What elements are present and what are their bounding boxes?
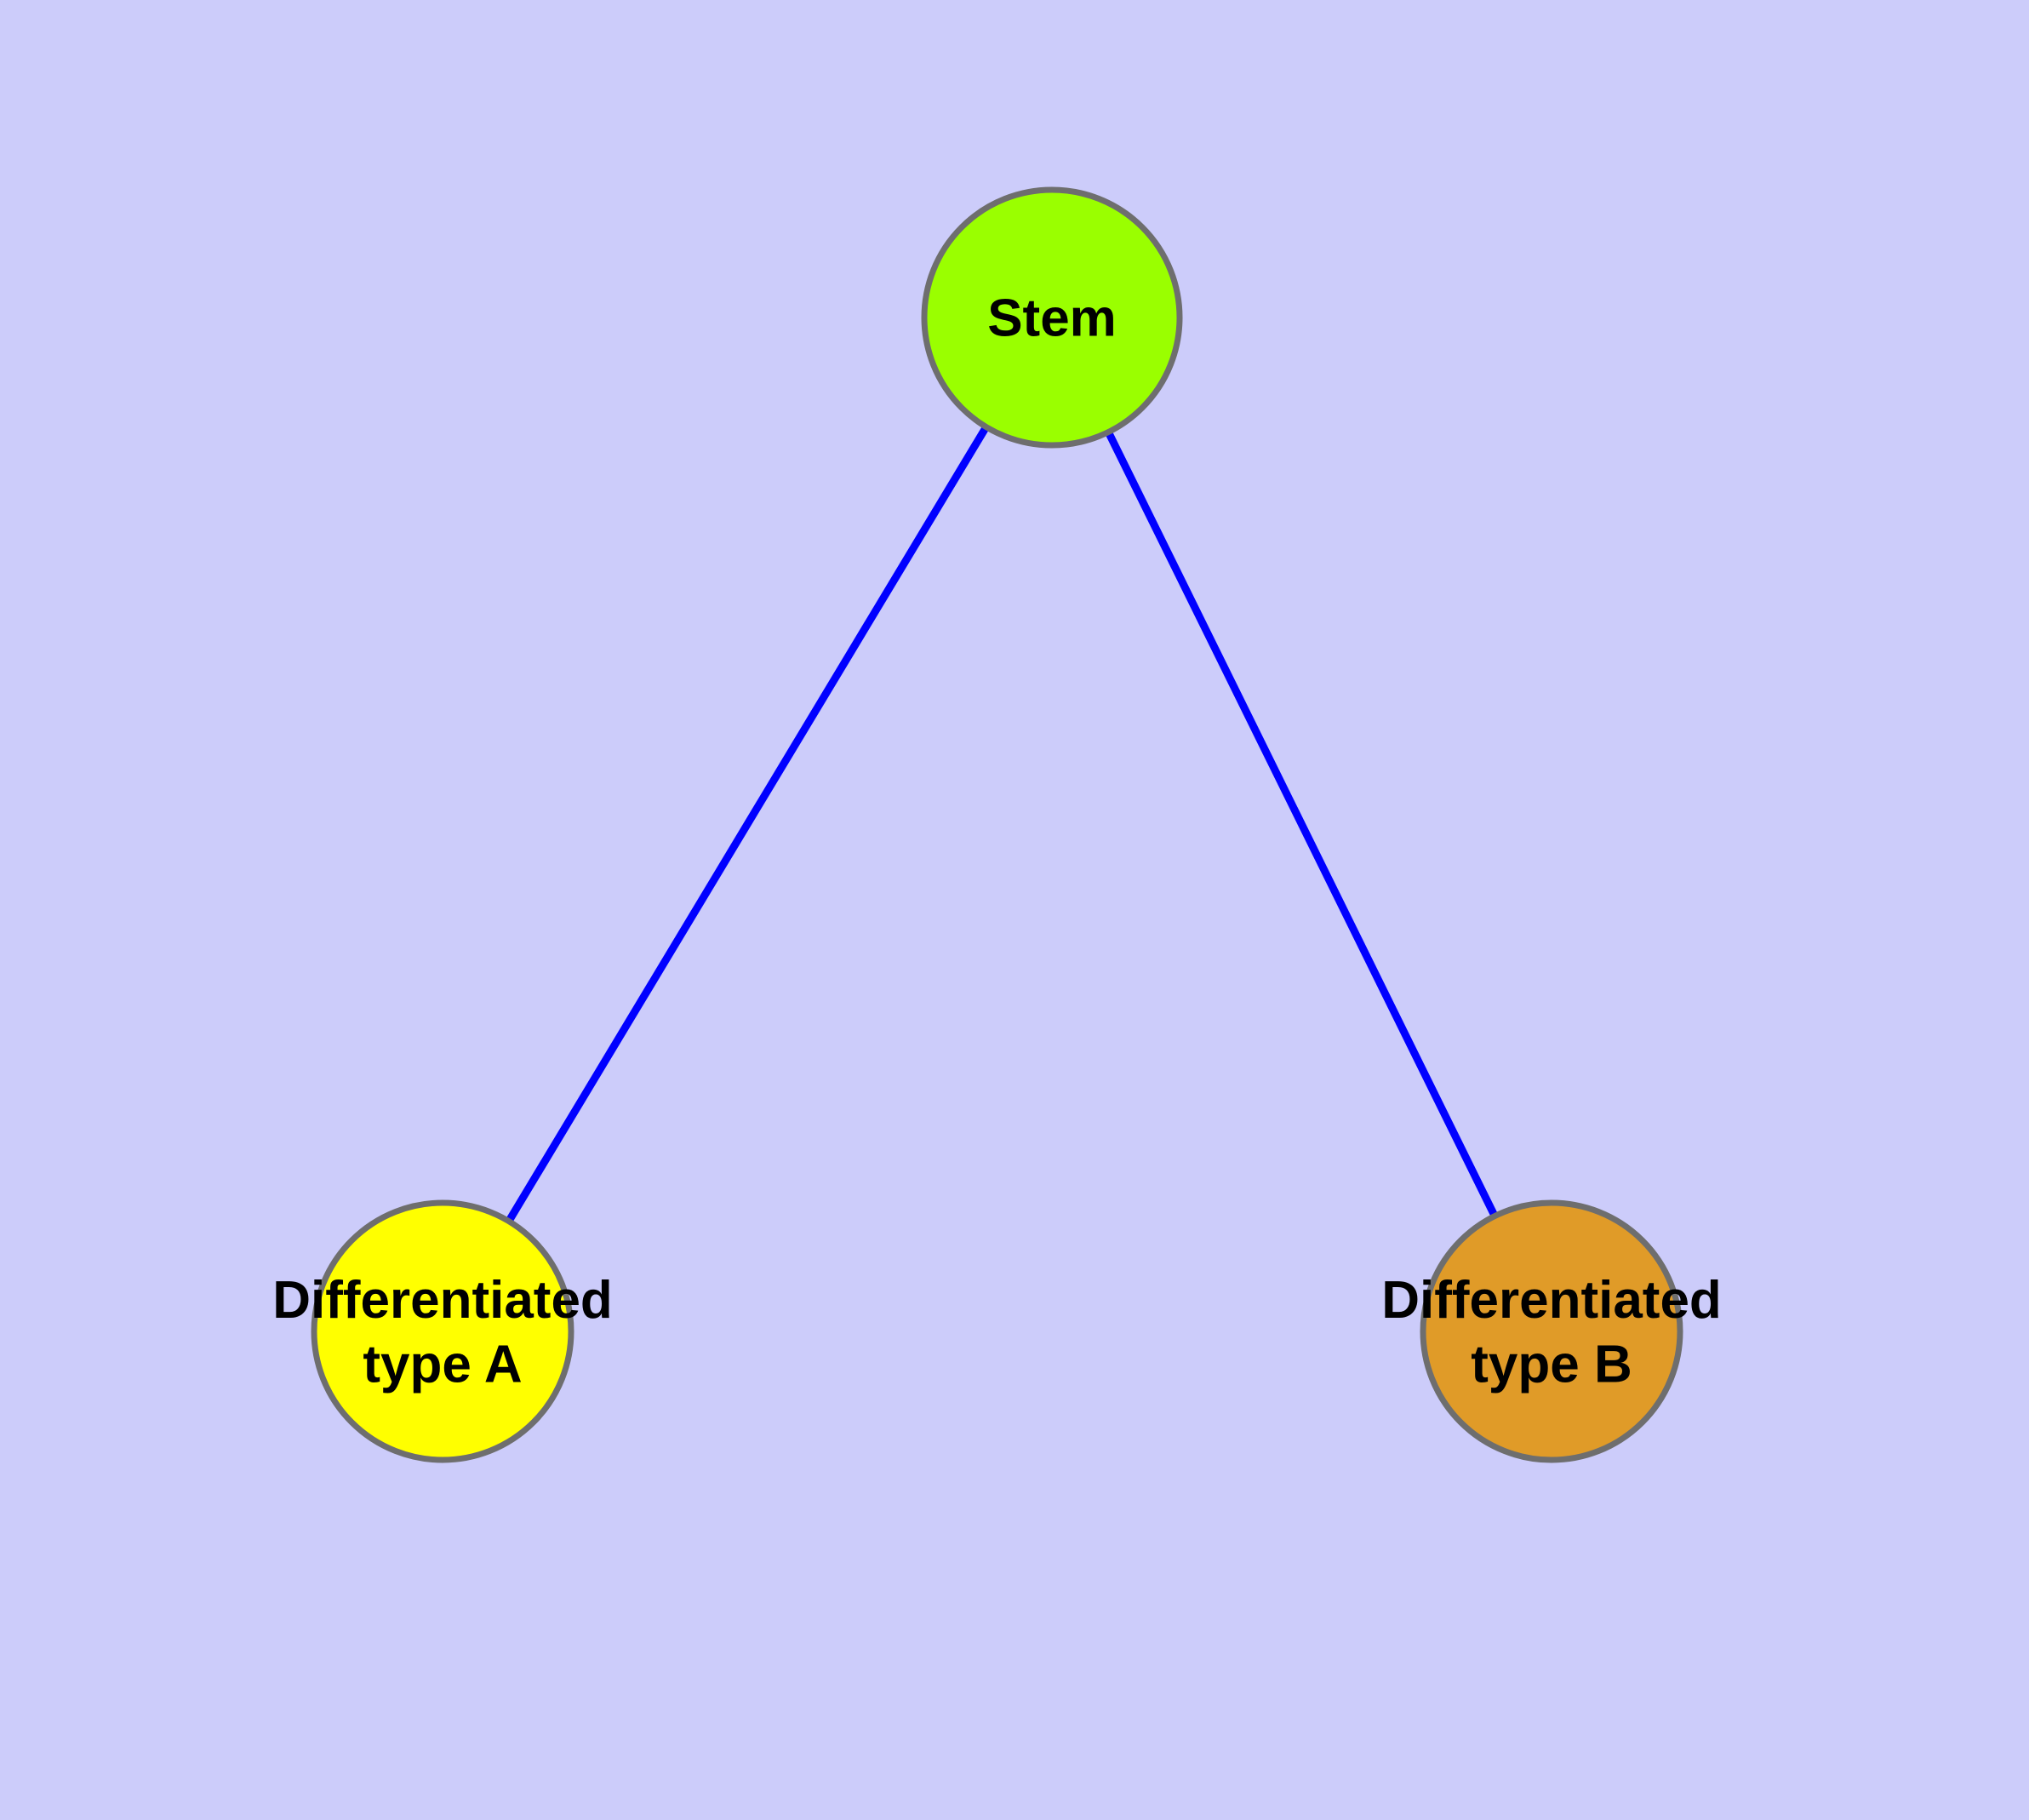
edges-layer <box>506 426 1498 1222</box>
node-label-line: Stem <box>987 289 1117 348</box>
node-stem[interactable] <box>921 186 1183 449</box>
node-label-line: Differentiated <box>1381 1271 1722 1330</box>
node-label-diff-a: Differentiated type A <box>272 1271 613 1394</box>
edge-stem-diff-a[interactable] <box>506 426 989 1222</box>
edge-stem-diff-b[interactable] <box>1106 432 1498 1216</box>
node-diff-a[interactable] <box>311 1199 574 1463</box>
node-label-line: type A <box>363 1336 522 1394</box>
nodes-layer <box>311 186 1683 1463</box>
node-label-line: Differentiated <box>272 1271 613 1330</box>
node-label-stem: Stem <box>987 289 1117 348</box>
node-diff-b[interactable] <box>1420 1199 1683 1463</box>
node-label-diff-b: Differentiated type B <box>1381 1271 1722 1394</box>
node-label-line: type B <box>1471 1336 1632 1394</box>
